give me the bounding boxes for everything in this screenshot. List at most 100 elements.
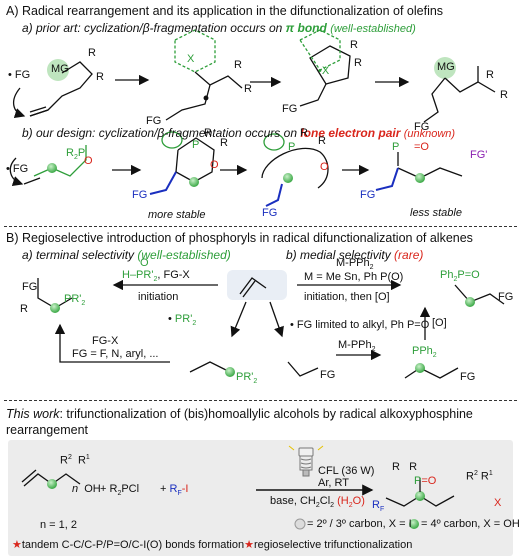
structure-a1 xyxy=(13,59,93,119)
label-r2-a2: R xyxy=(244,83,252,95)
label-product-rf: RF xyxy=(372,499,385,514)
sub-b-status: (unknown) xyxy=(403,128,456,140)
arrow-down-right xyxy=(269,301,284,338)
sub-a-bond: π bond xyxy=(285,21,327,35)
reagent-rfi: + RF-I xyxy=(160,483,189,498)
radical-pr2: • PR'2 xyxy=(168,313,197,328)
label-fg-b3: FG xyxy=(262,207,278,219)
reagent-mpph2: M-PPh2 xyxy=(336,257,374,272)
mpph2-b-text: M-PPh xyxy=(338,339,372,351)
label-product-x: X xyxy=(494,497,502,509)
sub-b-lone: lone electron pair xyxy=(300,126,401,140)
label-r-a3: R xyxy=(350,39,358,51)
less-stable-label: less stable xyxy=(410,207,462,219)
reagent-mpph2-b: M-PPh2 xyxy=(338,339,376,354)
label-fg-left: FG xyxy=(22,281,38,293)
initiation-label: initiation xyxy=(138,291,179,303)
label-r-b2: R xyxy=(204,127,212,139)
label-pr2-left: PR'2 xyxy=(64,293,86,308)
structure-b2 xyxy=(149,131,215,195)
label-ph2p: Ph2P=O xyxy=(440,269,480,284)
label-mg-a4: MG xyxy=(437,61,455,73)
legend-green-ball xyxy=(409,519,419,529)
label-fg-a4: FG xyxy=(414,121,430,133)
label-o-b2: O xyxy=(210,159,219,171)
structure-a2 xyxy=(165,29,243,121)
reagent-r2pcl: + R2PCl xyxy=(100,483,140,498)
mpph2-text: M-PPh xyxy=(336,257,370,269)
label-r2-b2: R xyxy=(220,137,228,149)
label-x-a2: X xyxy=(187,53,195,65)
label-n-oh: n OH xyxy=(72,483,101,495)
label-p-b3: P xyxy=(288,141,296,153)
label-r-a1: R xyxy=(88,47,96,59)
label-r2-a3: R xyxy=(354,57,362,69)
medial-label: b) medial selectivity xyxy=(286,248,391,262)
label-fg-a3: FG xyxy=(282,103,298,115)
reagent-fgx: FG-X xyxy=(163,269,190,281)
conditions-ar: Ar, RT xyxy=(318,477,349,489)
label-r-a2: R xyxy=(234,59,242,71)
label-fg-mid: FG xyxy=(320,369,336,381)
label-o-b4: =O xyxy=(414,141,429,153)
structure-b3 xyxy=(261,133,329,207)
section-a-sub-b: b) our design: cyclization/β-fragmentati… xyxy=(22,127,455,140)
reagent-hpr2: H–PR'2, FG-X xyxy=(122,269,190,284)
label-fg-b2: FG xyxy=(132,189,148,201)
legend-gray-ball xyxy=(294,518,306,530)
conditions-base: base, CH2Cl2 (H2O) xyxy=(270,495,365,510)
label-o-b3: O xyxy=(320,161,329,173)
initiation-then: initiation, then [O] xyxy=(304,291,390,303)
label-product-r: R R xyxy=(392,461,418,473)
label-o-hpr2: O xyxy=(140,257,149,269)
legend-1-text: = 2º / 3º carbon, X = I xyxy=(307,518,412,530)
section-c-title-rest: : trifunctionalization of (bis)homoallyl… xyxy=(59,407,473,421)
section-a-sub-a: a) prior art: cyclization/β-fragmentatio… xyxy=(22,22,416,35)
product-medial xyxy=(454,284,505,307)
terminal-label: a) terminal selectivity xyxy=(22,248,135,262)
label-r-b3: R xyxy=(300,127,308,139)
fg-limited: • FG limited to alkyl, Ph P=O xyxy=(290,319,430,331)
section-b-title: B) Regioselective introduction of phosph… xyxy=(6,231,473,245)
label-fg-a2: FG xyxy=(146,115,162,127)
arrow-return xyxy=(54,323,170,363)
star-icon-1: ★ xyxy=(12,539,22,551)
terminal-status: (well-established) xyxy=(137,248,231,262)
section-c-title: This work: trifunctionalization of (bis)… xyxy=(6,408,473,421)
label-product-p: P=O xyxy=(414,475,437,487)
label-r-a4: R xyxy=(486,69,494,81)
label-pph2: PPh2 xyxy=(412,345,437,360)
divider-b-c xyxy=(4,400,517,401)
footnote: ★tandem C-C/C-P/P=O/C-I(O) bonds formati… xyxy=(12,540,412,551)
label-r2-b3: R xyxy=(318,135,326,147)
foot-1: tandem C-C/C-P/P=O/C-I(O) bonds formatio… xyxy=(21,539,245,551)
n-values: n = 1, 2 xyxy=(40,520,77,531)
star-icon-2: ★ xyxy=(244,539,254,551)
structure-b4 xyxy=(375,152,463,191)
label-r2r1: R2 R1 xyxy=(60,454,90,467)
label-fg-b4: FG xyxy=(360,189,376,201)
fg-limited-text: FG limited to alkyl, Ph P=O xyxy=(296,319,430,331)
fgx-reagent: FG-X xyxy=(92,335,119,347)
structure-a4 xyxy=(423,57,496,123)
product-phosphine xyxy=(404,363,459,379)
oxidation-label: [O] xyxy=(432,317,447,329)
this-work: This work xyxy=(6,407,60,421)
label-o-b1: O xyxy=(84,155,93,167)
substrate-c xyxy=(21,469,81,489)
label-r2p-b1: R2P xyxy=(66,147,86,162)
m-definition: M = Me Sn, Ph P(O) xyxy=(304,271,404,283)
fg-list: FG = F, N, aryl, ... xyxy=(72,348,159,360)
product-terminal xyxy=(37,278,73,313)
label-pr2-mid: PR'2 xyxy=(236,371,258,386)
medial-status: (rare) xyxy=(394,248,424,262)
label-p-b4: P xyxy=(392,141,400,153)
alkene-center xyxy=(227,270,287,300)
sub-a-status: (well-established) xyxy=(330,23,416,35)
legend-2: = 4º carbon, X = OH xyxy=(421,519,520,530)
label-fg-a1: • FG xyxy=(8,69,31,81)
label-fg-b1: • FG xyxy=(6,163,29,175)
label-fg-right: FG xyxy=(498,291,514,303)
section-b-sub-b: b) medial selectivity (rare) xyxy=(286,249,423,261)
